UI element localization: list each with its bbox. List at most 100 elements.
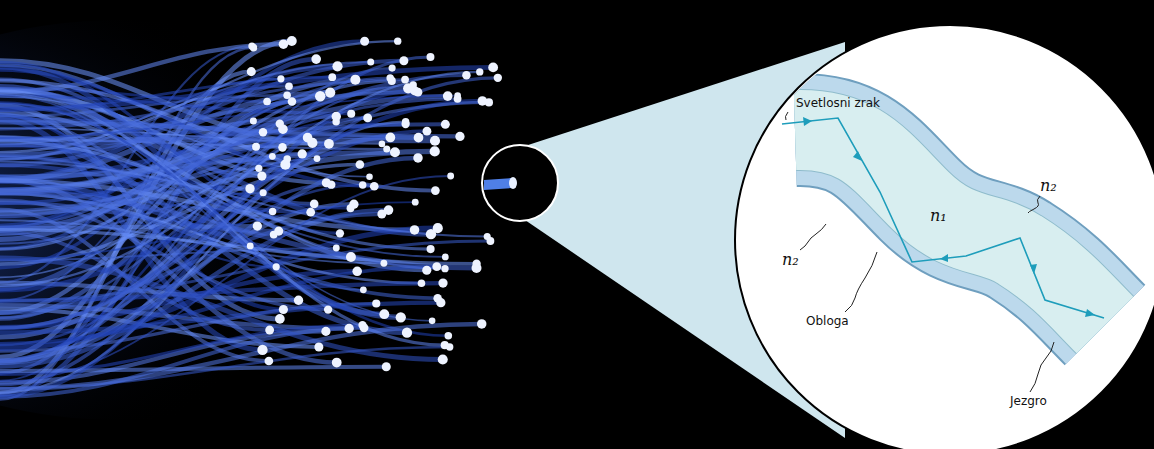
fiber-tip	[485, 98, 493, 106]
fiber-tip	[263, 98, 271, 106]
fiber-tip	[279, 305, 288, 314]
optical-fiber	[0, 78, 498, 328]
leader-line	[1030, 342, 1054, 392]
core-edge	[795, 130, 1105, 325]
fiber-tip	[350, 75, 360, 85]
zoom-spot	[482, 145, 558, 221]
fiber-tip	[380, 260, 387, 267]
fiber-tip	[332, 61, 342, 71]
fiber-tip	[446, 343, 453, 350]
refractive-index: n₂	[1040, 176, 1057, 195]
leader-line	[785, 112, 788, 120]
fiber-tip	[402, 118, 409, 125]
fiber-tip	[327, 180, 335, 188]
fiber-tip	[379, 309, 389, 319]
optical-fiber	[0, 139, 435, 141]
fiber-tip	[422, 266, 431, 275]
fiber-tip	[325, 87, 335, 97]
fiber-tip	[414, 133, 424, 143]
fiber-tip	[360, 323, 369, 332]
core-label: Jezgro	[1010, 394, 1047, 408]
fiber-tip	[253, 221, 262, 230]
fiber-tip	[260, 189, 267, 196]
optical-fiber	[0, 241, 490, 301]
fiber-tip	[336, 229, 344, 237]
fiber-tip	[476, 68, 483, 75]
fiber-tip	[385, 133, 395, 143]
fiber-tip	[394, 37, 401, 44]
fiber-tip	[477, 319, 486, 328]
fiber-section	[782, 117, 1105, 325]
optical-fiber	[0, 258, 443, 359]
fiber-tip	[436, 298, 445, 307]
fiber-tip	[250, 117, 257, 124]
optical-fiber	[0, 96, 448, 190]
fiber-tip	[432, 262, 441, 271]
cladding-label: Obloga	[806, 314, 849, 328]
fiber-tip	[443, 91, 453, 101]
fiber-tip	[438, 278, 447, 287]
fiber-tip	[324, 139, 334, 149]
fiber-tip	[413, 153, 422, 162]
fiber-tip	[252, 143, 260, 151]
fiber-tip	[257, 345, 267, 355]
fiber-tip	[328, 73, 336, 81]
fiber-tip	[360, 37, 369, 46]
fiber-tip	[431, 186, 440, 195]
fiber-tip	[321, 327, 330, 336]
fiber-tip	[414, 88, 423, 97]
fiber-tip	[401, 76, 409, 84]
fiber-tip	[402, 328, 412, 338]
optical-fiber	[0, 101, 482, 290]
fiber-tip	[384, 205, 394, 215]
fiber-tip	[288, 97, 297, 106]
fiber-tip	[245, 184, 254, 193]
optical-fiber	[0, 162, 487, 237]
fiber-tip	[314, 155, 321, 162]
fiber-tip	[455, 132, 464, 141]
fiber-tip	[315, 91, 325, 101]
light-ray-label: Svetlosni zrak	[796, 96, 880, 110]
fiber-tip	[278, 143, 287, 152]
optical-fiber	[0, 94, 445, 345]
fiber-tip	[427, 245, 435, 253]
fiber-tip	[441, 265, 448, 272]
fiber-tip	[370, 182, 379, 191]
fiber-tip	[306, 208, 315, 217]
light-ray	[782, 118, 1104, 318]
fiber-tip	[347, 110, 355, 118]
fiber-tip	[332, 112, 341, 121]
ray-arrow	[1030, 264, 1037, 274]
fiber-tip	[349, 200, 358, 209]
ray-arrow	[1085, 309, 1095, 317]
fiber-tip	[454, 92, 461, 99]
fiber-tip	[283, 155, 291, 163]
optical-fiber	[0, 347, 450, 388]
fiber-tip	[389, 64, 396, 71]
fiber-tip	[423, 127, 432, 136]
fiber-tip	[410, 225, 420, 235]
fiber-tip	[285, 82, 293, 90]
fiber-tip	[494, 74, 502, 82]
fiber-tip	[356, 160, 365, 169]
fiber-tip	[277, 75, 284, 82]
fiber-tip	[255, 165, 262, 172]
cladding-edge	[795, 130, 1105, 325]
fiber-tip	[509, 177, 517, 189]
fiber-tip	[298, 149, 307, 158]
fiber-tip	[488, 62, 498, 72]
fiber-end	[484, 178, 512, 190]
optical-fiber	[0, 102, 489, 211]
fiber-tip	[332, 358, 342, 368]
fiber-tip	[390, 147, 400, 157]
fiber-tip	[311, 54, 321, 64]
fiber-tip	[412, 199, 419, 206]
fiber-tip	[344, 324, 353, 333]
fiber-tip	[388, 77, 396, 85]
fiber-tip	[294, 296, 303, 305]
leader-line	[800, 224, 826, 250]
fiber-tip	[287, 36, 297, 46]
fiber-tip	[462, 71, 470, 79]
fiber-tip	[269, 208, 276, 215]
fiber-tip	[265, 326, 274, 335]
